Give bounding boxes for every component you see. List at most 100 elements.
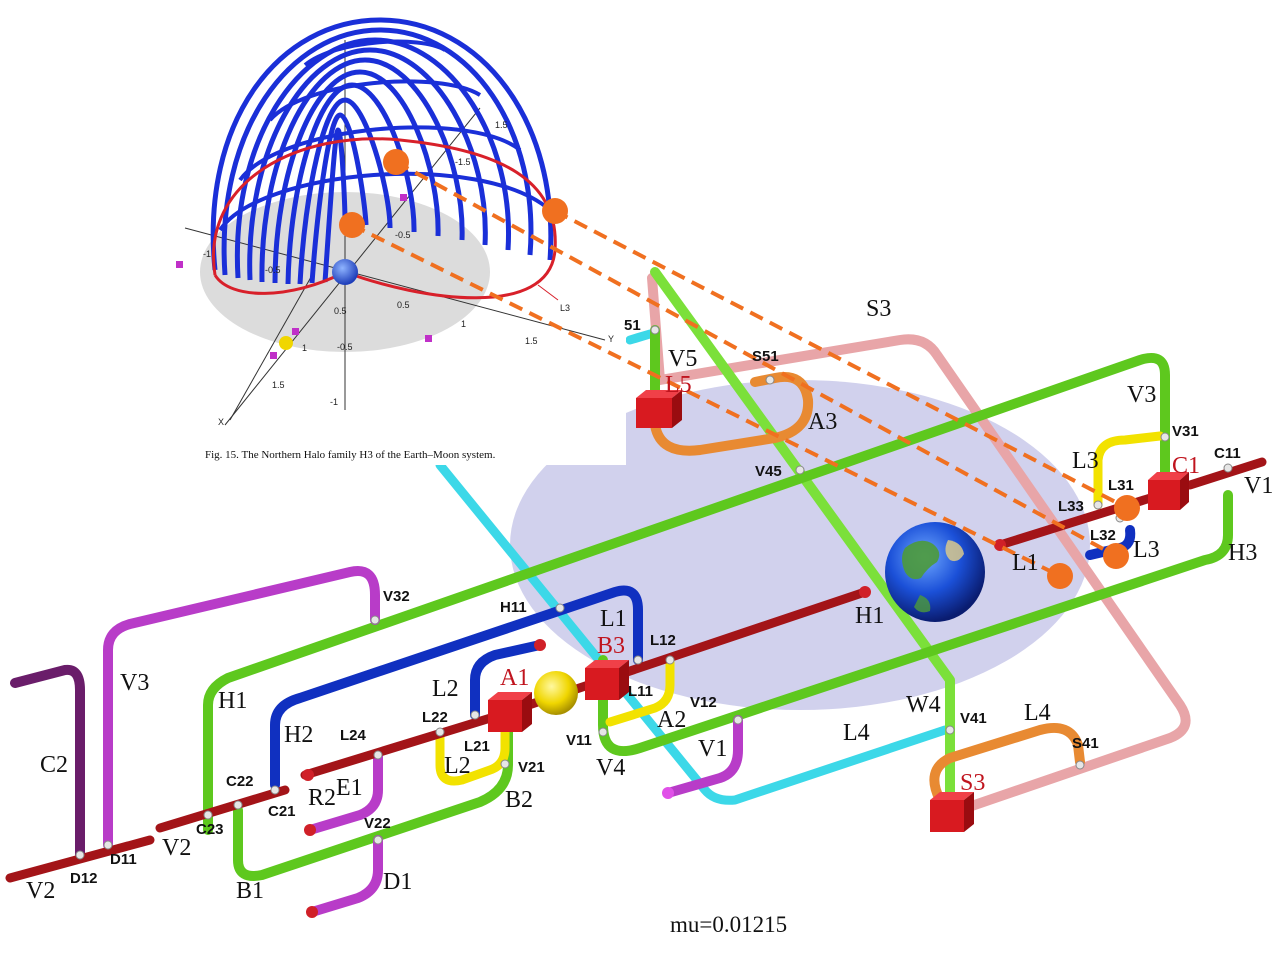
endpoint-H2 [534,639,546,651]
tube-V1 [598,490,1233,757]
correspondence-lines [351,160,1128,578]
svg-text:V41: V41 [960,710,987,727]
svg-text:V1: V1 [698,736,727,762]
svg-text:L22: L22 [422,709,448,726]
tube-A1 [605,655,675,727]
svg-text:V4: V4 [596,755,625,781]
tube-H1 [270,585,643,790]
axis-C2 [5,785,290,883]
l3-pointer [537,284,559,301]
svg-text:L21: L21 [464,738,490,755]
svg-text:L3: L3 [1133,537,1160,563]
svg-text:L2: L2 [444,753,471,779]
cube-L4 [930,792,974,832]
endpoint-R2 [304,824,316,836]
tube-B3 [103,566,380,850]
svg-text:V45: V45 [755,463,782,480]
svg-text:1.5: 1.5 [525,336,538,346]
svg-text:-1.5: -1.5 [455,157,471,167]
svg-text:V22: V22 [364,815,391,832]
inset-moon [279,336,293,350]
svg-text:1: 1 [302,343,307,353]
svg-text:C1: C1 [1172,453,1200,479]
inset-caption: Fig. 15. The Northern Halo family H3 of … [205,449,496,461]
svg-text:V12: V12 [690,694,717,711]
svg-text:V2: V2 [26,878,55,904]
sans-labels: 51 S51 V31 C11 L31 L33 L32 V45 V32 H11 L… [70,317,1241,887]
svg-text:A1: A1 [500,665,529,691]
tube-V2 [233,715,513,881]
svg-text:-0.5: -0.5 [337,342,353,352]
svg-text:V3: V3 [1127,382,1156,408]
svg-text:S51: S51 [752,348,779,365]
svg-text:V3: V3 [120,670,149,696]
moon-sphere [534,671,578,715]
cube-L5 [636,390,682,428]
tube-V3 [203,352,1170,835]
svg-text:V21: V21 [518,759,545,776]
tube-B1 [663,715,743,798]
svg-text:B1: B1 [236,878,264,904]
svg-text:C11: C11 [1214,445,1241,462]
correspondence-markers [339,149,1140,589]
svg-text:L1: L1 [600,606,627,632]
svg-text:L4: L4 [843,720,870,746]
serif-labels: S3 V3 V5 L5 A3 L3 C1 V1 H3 L3 L1 H1 L1 B… [26,296,1273,904]
svg-text:H2: H2 [284,722,313,748]
svg-text:W4: W4 [906,692,941,718]
svg-text:C22: C22 [226,773,254,790]
svg-text:L5: L5 [665,372,692,398]
tube-A3 [1093,431,1165,510]
svg-text:1: 1 [461,319,466,329]
svg-text:R2: R2 [308,785,336,811]
svg-text:-1: -1 [330,397,338,407]
svg-text:L1: L1 [1012,550,1039,576]
svg-text:1.5: 1.5 [272,380,285,390]
svg-text:D12: D12 [70,870,98,887]
cube-L3 [1148,472,1189,510]
svg-text:V5: V5 [668,346,697,372]
svg-text:L32: L32 [1090,527,1116,544]
svg-text:B2: B2 [505,787,533,813]
svg-text:C21: C21 [268,803,296,820]
inset-axis-x: X [218,417,224,427]
svg-text:H3: H3 [1228,540,1257,566]
endpoint-L2 [302,769,314,781]
svg-text:0.5: 0.5 [334,306,347,316]
tube-V45 [650,267,955,820]
mu-label: mu=0.01215 [670,912,787,937]
svg-text:L11: L11 [628,683,653,700]
svg-text:L12: L12 [650,632,676,649]
svg-text:0.5: 0.5 [397,300,410,310]
svg-text:V11: V11 [566,732,592,749]
tube-E1 [10,664,85,860]
endpoint-L1 [859,586,871,598]
svg-text:L4: L4 [1024,700,1051,726]
endpoint-B2 [306,906,318,918]
svg-text:S41: S41 [1072,735,1099,752]
svg-text:-0.5: -0.5 [265,265,281,275]
svg-text:L33: L33 [1058,498,1084,515]
svg-text:V31: V31 [1172,423,1199,440]
inset-tick-labels: -1 -0.5 0.5 1 1.5 -1.5 -0.5 0.5 1 1.5 -0… [203,120,538,407]
svg-text:51: 51 [624,317,641,334]
tube-B2 [307,835,383,917]
inset-earth [332,259,358,285]
tube-S3 [647,273,1191,815]
svg-text:A2: A2 [657,707,686,733]
svg-text:C2: C2 [40,752,68,778]
svg-text:V1: V1 [1244,473,1273,499]
svg-text:L2: L2 [432,676,459,702]
svg-text:S3: S3 [866,296,891,322]
svg-text:V32: V32 [383,588,410,605]
endpoint-B1 [662,787,674,799]
svg-text:H1: H1 [218,688,247,714]
tube-A2 [435,720,510,786]
svg-text:1.5: 1.5 [495,120,508,130]
tube-L5-loop [650,372,814,456]
inset-figure: L3 -1 -0.5 0.5 1 1.5 -1.5 -0.5 0.5 1 1.5… [176,0,626,465]
svg-text:L31: L31 [1108,477,1134,494]
svg-text:E1: E1 [336,775,363,801]
tube-H2 [470,640,545,720]
